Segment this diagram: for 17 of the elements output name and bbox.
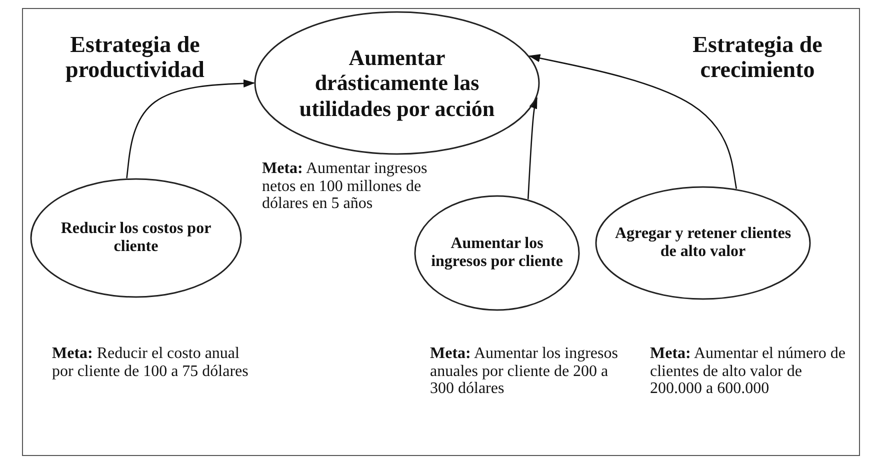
goal-note: Meta: Aumentar el número de clientes de alto valor de 200.000 a 600.000 <box>650 345 846 398</box>
strategy-heading: Estrategia de crecimiento <box>692 32 824 83</box>
ellipse-node <box>595 186 811 300</box>
ellipse-node <box>414 195 580 311</box>
ellipse-node <box>30 178 242 298</box>
goal-note: Meta: Aumentar ingresos netos en 100 millones de dólares en 5 años <box>262 160 428 213</box>
arrow <box>126 79 256 178</box>
goal-note: Meta: Aumentar los ingresos anuales por cliente de 200 a 300 dólares <box>430 345 619 398</box>
node-label: Reducir los costos por cliente <box>60 220 212 256</box>
node-label: Aumentar drásticamente las utilidades por acción <box>298 45 496 121</box>
strategy-heading: Estrategia de productividad <box>64 32 206 83</box>
arrow <box>528 54 738 189</box>
arrow <box>527 96 538 200</box>
ellipse-node <box>254 11 540 155</box>
node-label: Aumentar los ingresos por cliente <box>430 234 564 272</box>
goal-note: Meta: Reducir el costo anual por cliente de 100 a 75 dólares <box>52 345 250 380</box>
node-label: Agregar y retener clientes de alto valor <box>614 224 792 262</box>
